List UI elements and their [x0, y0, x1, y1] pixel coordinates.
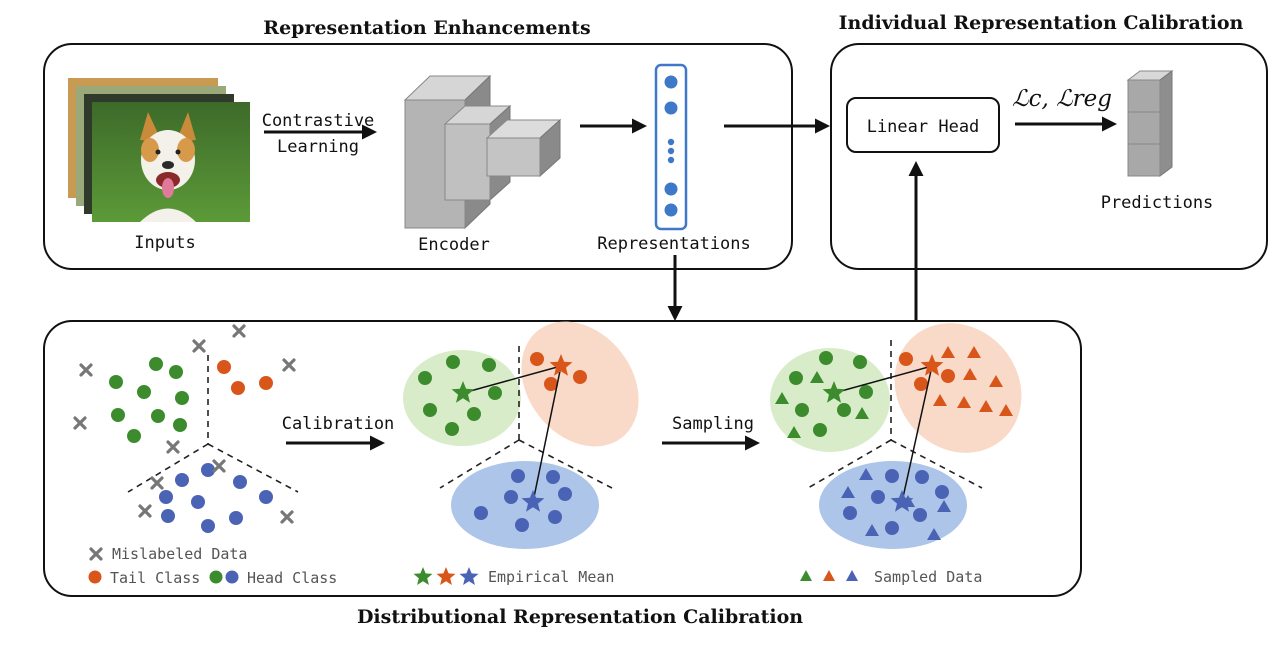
input-images-icon	[68, 78, 250, 222]
blue-mean-star-icon	[521, 490, 545, 512]
representation-vector-icon	[654, 63, 688, 231]
green-mean-star-icon	[451, 381, 475, 403]
representations-label: Representations	[597, 234, 751, 254]
legend-empirical-mean-label: Empirical Mean	[488, 568, 614, 586]
orange-sampled-region	[894, 323, 1022, 453]
title-individual-calibration: Individual Representation Calibration	[839, 12, 1244, 34]
legend-orange-triangle-icon	[823, 570, 835, 581]
sampling-label: Sampling	[672, 414, 754, 434]
legend-orange-star-icon	[436, 567, 456, 585]
blue-sampled-region	[819, 461, 967, 549]
legend-tail-head: Tail Class Head Class	[88, 569, 337, 587]
box-representation-enhancements	[43, 43, 793, 270]
title-representation-enhancements: Representation Enhancements	[263, 17, 590, 39]
encoder-icon	[403, 74, 562, 230]
head-class-blue-marker-icon	[225, 570, 239, 584]
raw-distribution-panel	[73, 324, 299, 533]
box-distributional-calibration	[43, 320, 1082, 597]
mislabeled-marker-icon	[89, 547, 103, 561]
green-sampled-mean-star-icon	[822, 381, 846, 403]
title-distributional-calibration: Distributional Representation Calibratio…	[357, 606, 803, 628]
orange-sampled-mean-star-icon	[920, 354, 944, 376]
inputs-label: Inputs	[134, 233, 195, 253]
legend-green-triangle-icon	[800, 570, 812, 581]
linear-head-box	[846, 97, 1000, 153]
loss-label: ℒc, ℒreg	[1012, 86, 1112, 112]
tail-class-marker-icon	[88, 570, 102, 584]
calibrated-distribution-panel	[403, 321, 639, 549]
predictions-icon	[1126, 70, 1174, 177]
sampled-distribution-panel	[770, 323, 1022, 549]
blue-class-region	[451, 461, 599, 549]
box-individual-calibration	[830, 43, 1268, 270]
encoder-label: Encoder	[418, 235, 490, 255]
linear-head-label: Linear Head	[867, 117, 980, 137]
legend-mislabeled: Mislabeled Data	[89, 545, 247, 563]
legend-sampled-label: Sampled Data	[874, 568, 982, 586]
contrastive-label-line1: Contrastive	[262, 111, 375, 131]
legend-mislabeled-label: Mislabeled Data	[112, 545, 247, 563]
legend-head-label: Head Class	[247, 569, 337, 587]
legend-blue-triangle-icon	[846, 570, 858, 581]
calibration-label: Calibration	[282, 414, 395, 434]
legend-tail-label: Tail Class	[110, 569, 200, 587]
contrastive-label-line2: Learning	[277, 137, 359, 157]
head-class-green-marker-icon	[209, 570, 223, 584]
dog-icon	[140, 112, 196, 222]
predictions-label: Predictions	[1101, 193, 1214, 213]
legend-sampled-data: Sampled Data	[800, 568, 982, 586]
orange-mean-star-icon	[549, 354, 573, 376]
blue-sampled-mean-star-icon	[890, 490, 914, 512]
legend-empirical-mean: Empirical Mean	[413, 567, 614, 586]
legend-green-star-icon	[413, 567, 433, 585]
legend-blue-star-icon	[459, 567, 479, 585]
